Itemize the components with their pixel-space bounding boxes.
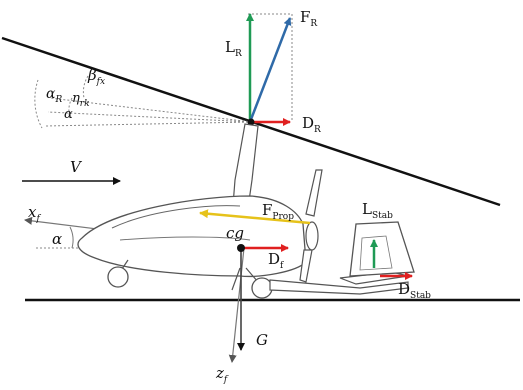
label-eta: ηrk bbox=[72, 91, 90, 109]
label-f-r: FR bbox=[300, 8, 317, 29]
propeller-blade bbox=[305, 169, 323, 217]
label-x-f: xf bbox=[28, 203, 41, 224]
label-alpha: α bbox=[52, 230, 62, 248]
label-d-stab: DStab bbox=[398, 280, 431, 301]
fin-inner bbox=[359, 235, 393, 271]
label-z-f: zf bbox=[215, 364, 229, 385]
label-v: V bbox=[70, 158, 83, 176]
label-l-stab: LStab bbox=[362, 200, 393, 221]
vertical-fin bbox=[349, 221, 415, 277]
fuselage bbox=[77, 195, 307, 278]
thrust-vector bbox=[199, 209, 311, 225]
rotor-hub-point bbox=[247, 118, 255, 126]
force-parallelogram bbox=[248, 13, 293, 122]
label-beta: βfx bbox=[87, 66, 105, 87]
alpha-arc bbox=[69, 226, 74, 249]
body-z-axis bbox=[228, 247, 245, 363]
label-f-prop: FProp bbox=[262, 201, 294, 222]
label-l-r: LR bbox=[225, 38, 242, 59]
angle-arcs bbox=[34, 75, 89, 129]
label-d-r: DR bbox=[302, 114, 321, 135]
tail-boom bbox=[269, 279, 409, 295]
label-g: G bbox=[256, 331, 268, 349]
cg-point bbox=[237, 244, 245, 252]
label-alpha-small: α bbox=[64, 107, 73, 122]
propeller-blade-lower bbox=[299, 249, 313, 283]
propeller-spinner bbox=[305, 221, 319, 251]
resultant-force-vector bbox=[248, 17, 292, 123]
angle-reference-lines bbox=[44, 97, 253, 127]
front-wheel bbox=[107, 266, 129, 288]
seat-line bbox=[119, 236, 251, 241]
label-d-f: Df bbox=[268, 250, 284, 271]
label-alpha-r: αR bbox=[46, 86, 62, 105]
main-wheel bbox=[251, 277, 273, 299]
label-cg: cg bbox=[226, 224, 244, 242]
canopy bbox=[111, 205, 241, 229]
